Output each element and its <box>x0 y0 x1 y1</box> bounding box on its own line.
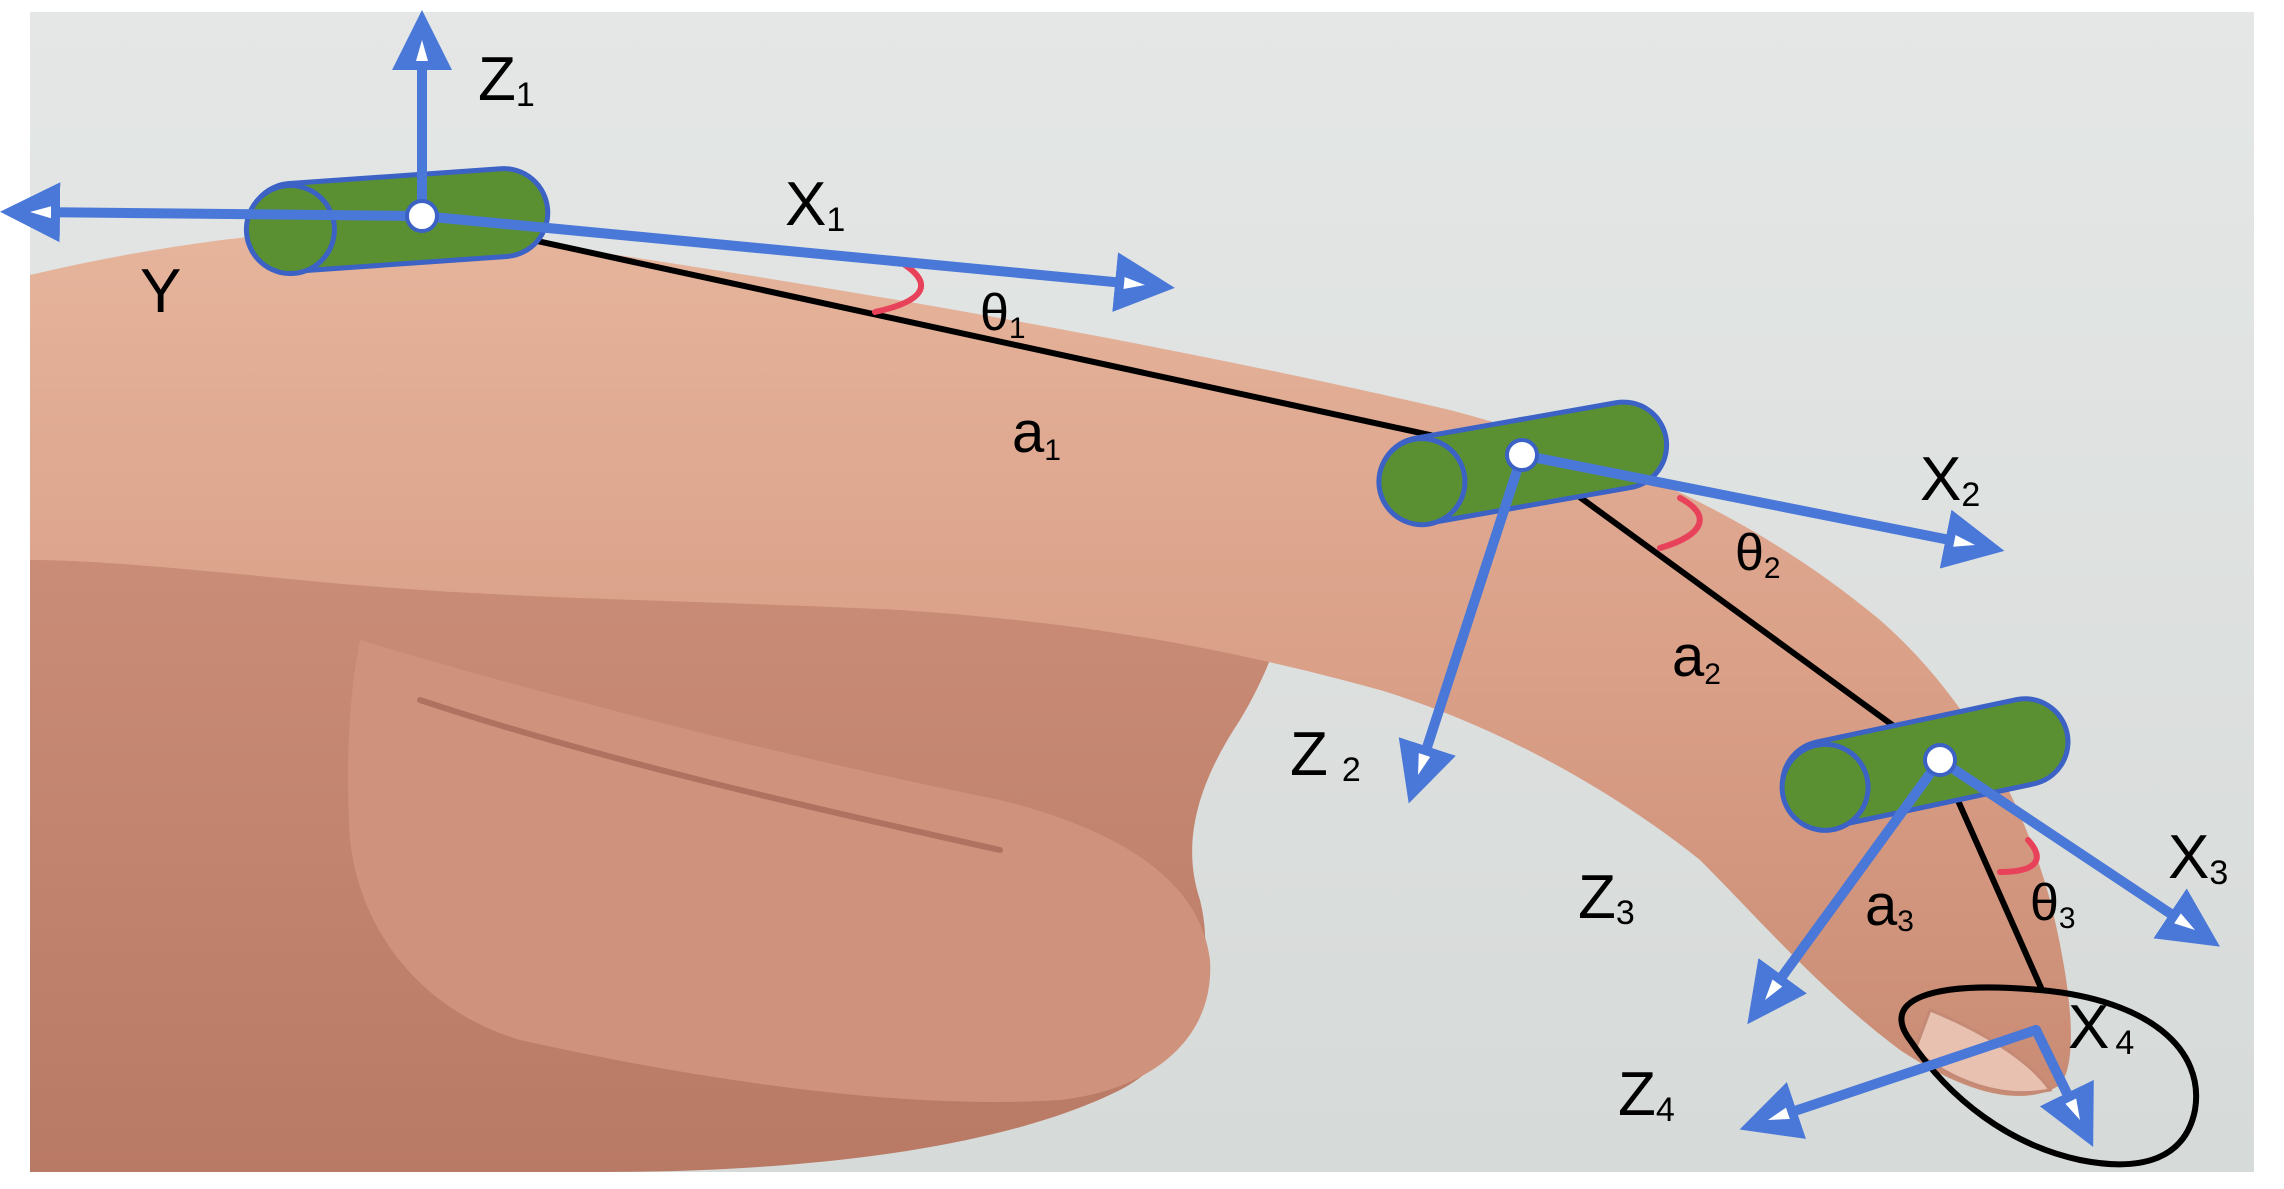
axis-x1-arrow <box>417 211 1175 313</box>
axis-x2-arrow <box>1517 450 2005 569</box>
label-a2: a2 <box>1672 624 1721 691</box>
label-x3: X3 <box>2168 823 2228 892</box>
axis-z3-arrow <box>1747 755 1945 1025</box>
link-a1 <box>419 213 1525 458</box>
theta2-arc <box>1657 495 1703 551</box>
label-theta2: θ2 <box>1735 524 1781 585</box>
axis-z2-arrow <box>1398 450 1527 804</box>
axis-x4-arrow <box>2031 1025 2094 1147</box>
folded-finger-shape <box>348 640 1211 1102</box>
axis-z4-arrow <box>1739 1025 2041 1139</box>
knuckle-fold <box>417 697 1003 853</box>
label-x1: X1 <box>785 170 845 239</box>
label-theta1: θ1 <box>980 284 1026 345</box>
label-a1: a1 <box>1012 400 1061 467</box>
angle-arcs <box>872 262 2040 875</box>
label-theta3: θ3 <box>2030 874 2076 935</box>
joint-origins <box>405 199 1957 777</box>
label-z1: Z1 <box>478 45 535 114</box>
theta3-arc <box>1997 837 2040 875</box>
coordinate-axes <box>0 10 2220 1147</box>
fingertip-contact-loop <box>1898 984 2200 1168</box>
label-y: Y <box>140 257 181 326</box>
axis-y-arrow <box>0 182 427 243</box>
label-a3: a3 <box>1865 873 1914 938</box>
theta1-arc <box>872 262 924 315</box>
joint-3-origin <box>1923 743 1957 777</box>
joint-1-origin <box>405 199 439 233</box>
link-a2 <box>1519 452 1909 738</box>
joint-1-cylinder <box>243 166 551 277</box>
axis-x3-arrow <box>1935 755 2220 947</box>
label-z3: Z3 <box>1578 863 1635 932</box>
label-z4: Z4 <box>1618 1060 1675 1129</box>
joint-2-origin <box>1505 438 1539 472</box>
label-x2: X2 <box>1920 445 1980 514</box>
